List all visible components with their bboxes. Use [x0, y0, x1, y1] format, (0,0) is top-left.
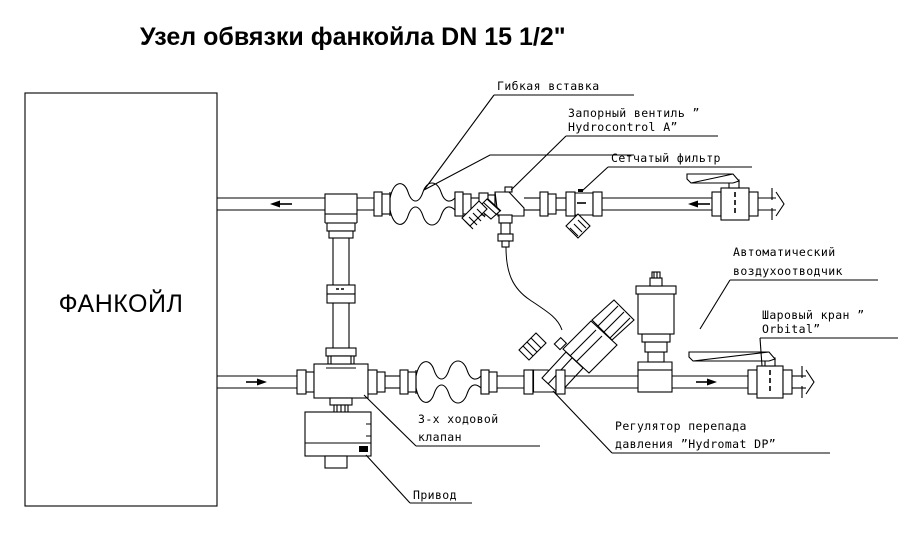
callout-shutoff-valve: Запорный вентиль ” Hydrocontrol A”: [510, 106, 718, 191]
callout-shutoff-valve-line2: Hydrocontrol A”: [568, 120, 678, 134]
pipe-segment-top-6: [602, 197, 712, 211]
fan-coil-unit: ФАНКОЙЛ: [24, 92, 218, 507]
callout-mesh-filter-line1: Сетчатый фильтр: [611, 151, 721, 165]
dp-regulator-hydromat: [518, 299, 635, 395]
flow-arrow-bottom-right: [696, 378, 717, 386]
callout-three-way-valve: 3-х ходовой клапан: [363, 394, 540, 447]
pipe-segment-top-4: [524, 197, 540, 211]
callout-three-way-valve-line2: клапан: [418, 430, 462, 444]
three-way-valve: [313, 355, 369, 414]
pipe-segment-bottom-3: [497, 375, 524, 389]
callout-three-way-valve-line1: 3-х ходовой: [418, 412, 499, 426]
ball-valve-bottom: [688, 351, 815, 399]
fan-coil-label: ФАНКОЙЛ: [59, 288, 184, 318]
pipe-segment-top-2: [357, 197, 374, 211]
callout-dp-regulator: Регулятор перепада давления ”Hydromat DP…: [552, 390, 830, 454]
pipe-segment-bottom-4: [565, 375, 638, 389]
pipe-segment-top-left: [217, 197, 325, 211]
mesh-strainer-top: [565, 189, 603, 239]
union-fitting-bottom-4: [480, 369, 498, 395]
callout-ball-valve: Шаровый кран ” Orbital”: [759, 308, 898, 367]
callout-flexible-insert-line1: Гибкая вставка: [497, 79, 600, 93]
balancing-valve-hydrocontrol-a: [461, 186, 525, 248]
union-fitting-bypass-top: [326, 222, 356, 239]
union-fitting-bottom-2: [367, 369, 386, 395]
union-fitting-bottom-5: [523, 369, 534, 395]
union-fitting-bottom-1: [296, 369, 315, 395]
pipe-segment-bottom-5: [672, 375, 748, 389]
callout-actuator-line1: Привод: [413, 488, 457, 502]
callout-dp-regulator-line1: Регулятор перепада: [615, 419, 747, 433]
automatic-air-vent: [635, 271, 677, 363]
callout-shutoff-valve-line1: Запорный вентиль ”: [568, 106, 700, 120]
callout-actuator: Привод: [365, 454, 472, 504]
callout-dp-regulator-line2: давления ”Hydromat DP”: [615, 437, 776, 451]
callout-air-vent-line2: воздухоотводчик: [733, 264, 843, 278]
flow-arrow-bottom-left: [246, 378, 267, 386]
pipe-segment-top-5: [556, 197, 566, 211]
union-fitting-bottom-3: [399, 369, 417, 395]
flow-arrow-top-right: [688, 200, 710, 208]
callout-ball-valve-line1: Шаровый кран ”: [762, 308, 865, 322]
page-title: Узел обвязки фанкойла DN 15 1/2": [140, 23, 566, 51]
bottom-supply-pipe-run: [217, 271, 815, 414]
ball-valve-top: [686, 173, 785, 221]
flow-arrow-top-left: [270, 200, 292, 208]
impulse-tube: [505, 246, 563, 331]
tee-fitting-air-vent: [637, 361, 673, 393]
callout-flexible-insert: Гибкая вставка: [423, 79, 634, 191]
union-fitting-bypass-mid: [326, 284, 356, 304]
actuator-box: [304, 411, 372, 469]
union-fitting-top-4: [539, 191, 557, 217]
callout-air-vent: Автоматический воздухоотводчик: [699, 245, 878, 330]
callout-air-vent-line1: Автоматический: [733, 245, 836, 259]
top-return-pipe-run: [217, 173, 785, 248]
union-fitting-top-1: [373, 191, 391, 217]
pipe-segment-bottom-left: [217, 375, 297, 389]
callout-ball-valve-line2: Orbital”: [762, 322, 821, 336]
pipe-segment-bottom-2: [385, 375, 400, 389]
fan-coil-box: [24, 92, 218, 507]
callout-mesh-filter: Сетчатый фильтр: [581, 151, 752, 192]
